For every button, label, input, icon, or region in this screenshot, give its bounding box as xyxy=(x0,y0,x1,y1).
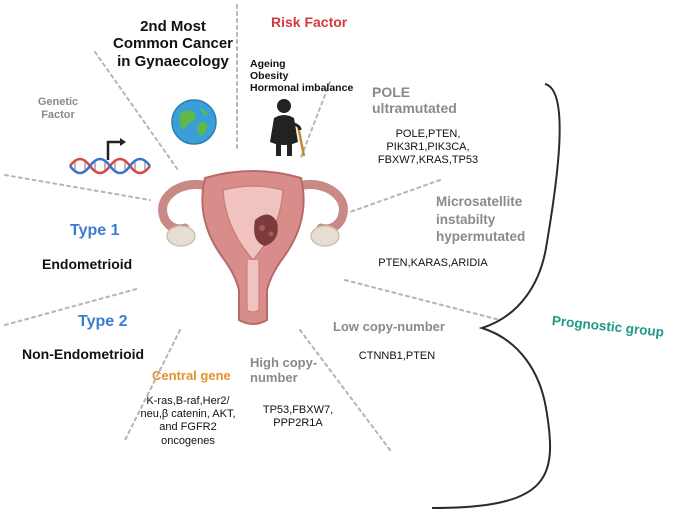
low-copy-gene-line-1: CTNNB1,PTEN xyxy=(358,350,436,362)
genetic-factor-line-1: Genetic xyxy=(37,96,79,108)
pole-ultramutated-heading: POLE ultramutated xyxy=(372,84,457,116)
type2-subtitle: Non-Endometrioid xyxy=(22,346,145,362)
msi-heading-line-2: instabilty xyxy=(436,211,496,227)
pole-gene-line-2: PIK3R1,PIK3CA, xyxy=(386,141,470,154)
pole-heading-line-1: POLE xyxy=(372,84,411,100)
cancer-rank-heading: 2nd Most Common Cancer in Gynaecology xyxy=(108,18,238,70)
pole-gene-line-3: FBXW7,KRAS,TP53 xyxy=(377,154,479,167)
central-gene-line-2: neu,β catenin, AKT, xyxy=(140,408,236,421)
msi-gene-list: PTEN,KARAS,ARIDIA xyxy=(368,257,498,270)
pole-gene-line-1: POLE,PTEN, xyxy=(395,128,461,140)
high-copy-heading-line-2: number xyxy=(250,369,298,385)
risk-item-ageing: Ageing xyxy=(250,58,286,70)
high-copy-number-heading: High copy- number xyxy=(250,355,318,386)
cancer-rank-line-2: Common Cancer xyxy=(112,35,234,53)
msi-heading-line-1: Microsatellite xyxy=(436,194,523,209)
central-gene-list: K-ras,B-raf,Her2/ neu,β catenin, AKT, an… xyxy=(132,395,244,448)
risk-item-obesity: Obesity xyxy=(250,70,289,83)
pole-heading-line-2: ultramutated xyxy=(372,100,457,117)
msi-heading-line-3: hypermutated xyxy=(436,229,526,245)
cancer-rank-line-1: 2nd Most xyxy=(140,18,206,35)
genetic-factor-line-2: Factor xyxy=(41,108,75,121)
low-copy-heading-line-1: Low copy-number xyxy=(333,319,445,334)
high-copy-heading-line-1: High copy- xyxy=(250,355,318,370)
central-gene-line-4: oncogenes xyxy=(161,434,215,447)
cancer-rank-line-3: in Gynaecology xyxy=(117,52,229,70)
type1-title: Type 1 xyxy=(70,222,120,239)
high-copy-gene-line-1: TP53,FBXW7, xyxy=(262,404,334,416)
globe-icon xyxy=(171,99,217,145)
genetic-factor-heading: Genetic Factor xyxy=(30,96,86,121)
risk-factor-title: Risk Factor xyxy=(271,14,348,30)
central-gene-line-3: and FGFR2 xyxy=(159,421,217,434)
high-copy-gene-list: TP53,FBXW7, PPP2R1A xyxy=(246,404,350,430)
msi-hypermutated-heading: Microsatellite instabilty hypermutated xyxy=(436,193,525,246)
central-gene-title: Central gene xyxy=(152,368,231,383)
dna-icon xyxy=(68,138,152,175)
risk-factor-list: Ageing Obesity Hormonal imbalance xyxy=(250,58,353,94)
type2-title: Type 2 xyxy=(78,313,128,330)
high-copy-gene-line-2: PPP2R1A xyxy=(273,417,323,430)
elderly-person-icon xyxy=(270,99,306,157)
msi-gene-line-1: PTEN,KARAS,ARIDIA xyxy=(378,257,488,269)
central-gene-line-1: K-ras,B-raf,Her2/ xyxy=(146,395,230,407)
curly-brace-icon xyxy=(431,83,561,509)
type1-subtitle: Endometrioid xyxy=(42,256,133,272)
uterus-illustration xyxy=(158,170,348,325)
pole-gene-list: POLE,PTEN, PIK3R1,PIK3CA, FBXW7,KRAS,TP5… xyxy=(364,128,492,168)
low-copy-number-heading: Low copy-number xyxy=(333,319,445,335)
risk-item-hormonal: Hormonal imbalance xyxy=(250,82,354,95)
low-copy-gene-list: CTNNB1,PTEN xyxy=(352,350,442,363)
